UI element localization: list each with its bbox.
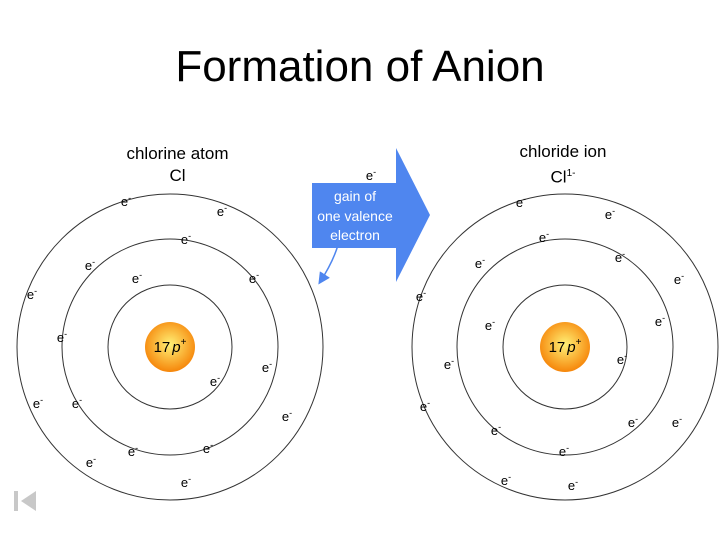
- atom-electron: e-: [203, 440, 213, 456]
- ion-electron: e-: [615, 249, 625, 265]
- ion-electron: e-: [444, 356, 454, 372]
- atom-electron: e-: [217, 203, 227, 219]
- ion-electron: e-: [539, 229, 549, 245]
- atom-electron: e-: [86, 454, 96, 470]
- ion-electron: e-: [672, 414, 682, 430]
- ion-electron: e-: [568, 477, 578, 493]
- atom-electron: e-: [181, 231, 191, 247]
- ion-electron: e-: [559, 443, 569, 459]
- ion-electron: e-: [491, 422, 501, 438]
- atom-electron: e-: [132, 270, 142, 286]
- ion-electron: e-: [674, 271, 684, 287]
- atom-electron: e-: [121, 193, 131, 209]
- atom-electron: e-: [72, 395, 82, 411]
- atom-electron: e-: [33, 395, 43, 411]
- atom-electron: e-: [262, 359, 272, 375]
- incoming-electron-path: [320, 245, 338, 282]
- arrow-text-line-1: gain of: [334, 188, 376, 204]
- gained-electron: e-: [366, 167, 376, 183]
- atom-electron: e-: [210, 373, 220, 389]
- ion-electron: e-: [516, 194, 526, 210]
- back-to-start-icon: [12, 488, 38, 514]
- arrow-text-line-2: one valence: [317, 208, 393, 224]
- ion-electron: e-: [416, 288, 426, 304]
- ion-electron: e-: [475, 255, 485, 271]
- ion-electron: e-: [617, 351, 627, 367]
- arrow-text-line-3: electron: [330, 227, 380, 243]
- ion-electron: e-: [485, 317, 495, 333]
- atom-electron: e-: [181, 474, 191, 490]
- back-to-start-button[interactable]: [12, 488, 38, 514]
- atom-electron: e-: [57, 329, 67, 345]
- atom-electron: e-: [27, 286, 37, 302]
- ion-electron: e-: [655, 313, 665, 329]
- ion-electron: e-: [605, 206, 615, 222]
- ion-electron: e-: [501, 472, 511, 488]
- atom-electron: e-: [128, 443, 138, 459]
- ion-electron: e-: [420, 398, 430, 414]
- atom-electron: e-: [282, 408, 292, 424]
